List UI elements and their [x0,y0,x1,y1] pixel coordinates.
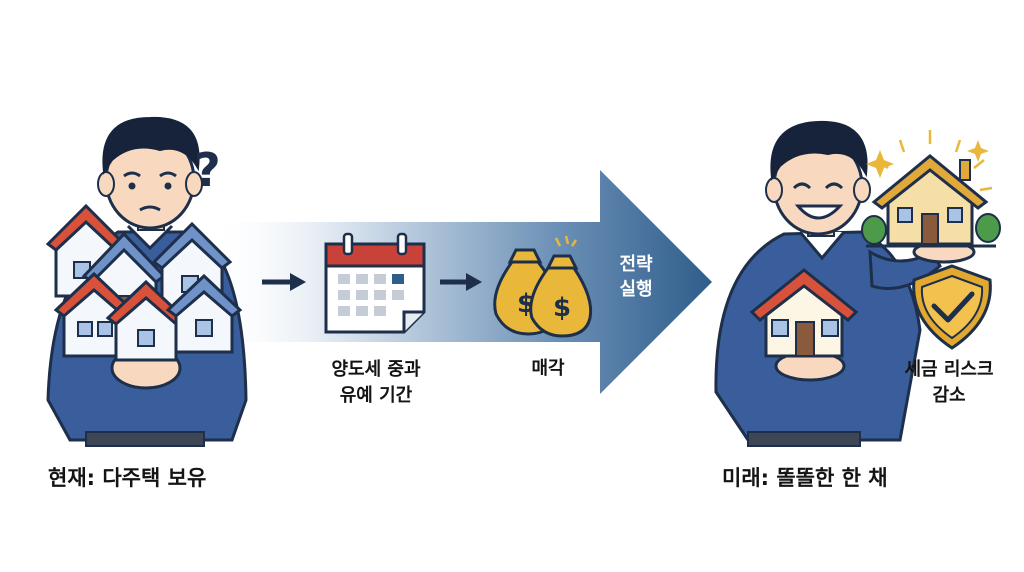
golden-house-icon [861,130,1001,248]
shield-check-icon [912,264,992,350]
house-pile [45,203,243,362]
calendar-label-line1: 양도세 중과 [331,359,421,380]
future-caption: 미래: 똘똘한 한 채 [722,466,888,490]
step-arrow-1 [262,273,306,291]
strategy-label: 전략 실행 [600,252,672,302]
tax-risk-label: 세금 리스크 감소 [885,357,1013,409]
strategy-label-line1: 전략 [619,254,653,275]
question-mark: ? [194,143,221,197]
step-arrow-2 [440,273,482,291]
house-icon [165,273,243,354]
calendar-label-line2: 유예 기간 [339,385,413,406]
strategy-label-line2: 실행 [619,279,653,300]
calendar-label: 양도세 중과 유예 기간 [298,357,454,409]
house-icon [749,268,859,358]
money-bags-icon: $ $ [493,235,593,338]
svg-text:?: ? [194,143,221,197]
tax-risk-label-line1: 세금 리스크 [904,359,994,380]
svg-text:$: $ [553,293,571,323]
current-caption: 현재: 다주택 보유 [48,466,207,490]
sell-label: 매각 [531,358,565,379]
calendar-icon [324,232,426,334]
tax-risk-label-line2: 감소 [932,385,966,406]
